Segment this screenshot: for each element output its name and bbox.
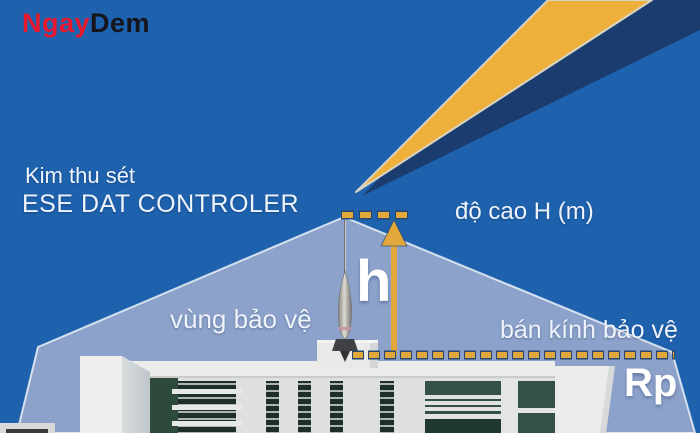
window-strip [380, 381, 394, 433]
low-roof-shadow [6, 429, 48, 433]
protection-zone-label: vùng bảo vệ [170, 304, 312, 334]
glass-lower [425, 419, 501, 433]
glass-sill [518, 408, 555, 413]
building-end-wall [555, 366, 615, 433]
stair-tower-side [122, 356, 150, 433]
balcony-slab [172, 405, 242, 410]
building [0, 356, 615, 433]
window-strip [266, 381, 279, 433]
glass-band [425, 401, 501, 405]
height-label: độ cao H (m) [455, 198, 594, 225]
height-arrow [380, 218, 408, 356]
parapet-shadow-line [118, 376, 555, 378]
site-logo: NgayDem [22, 10, 150, 37]
facade-pier [501, 378, 518, 433]
glass-sill [425, 414, 501, 419]
glass-band [425, 395, 501, 399]
rod-base-spike [340, 351, 350, 362]
glass-panel [518, 381, 555, 433]
rod-fins [332, 339, 358, 351]
lightning-rod [332, 213, 358, 362]
building-parapet [118, 361, 555, 378]
stair-tower-front [80, 356, 122, 433]
low-roof-slab [0, 423, 55, 433]
window-strip [330, 381, 343, 433]
lightning-bolt-icon [355, 0, 653, 193]
end-wall-edge [600, 366, 615, 433]
logo-part-red: Ngay [22, 8, 91, 38]
rod-name-line1: Kim thu sét [25, 163, 136, 188]
glass-band [425, 407, 501, 411]
logo-part-dark: Dem [90, 8, 151, 38]
rod-ring [338, 327, 352, 330]
protection-radius-label: bán kính bảo vệ [500, 316, 678, 344]
lightning-bolt-shadow [362, 0, 700, 196]
radius-symbol: Rp [624, 361, 678, 405]
balcony-slab [172, 421, 242, 426]
window-strip [298, 381, 311, 433]
rod-name-line2: ESE DAT CONTROLER [22, 190, 300, 218]
rod-height-symbol: h [356, 249, 392, 314]
balcony-slab [172, 389, 242, 394]
